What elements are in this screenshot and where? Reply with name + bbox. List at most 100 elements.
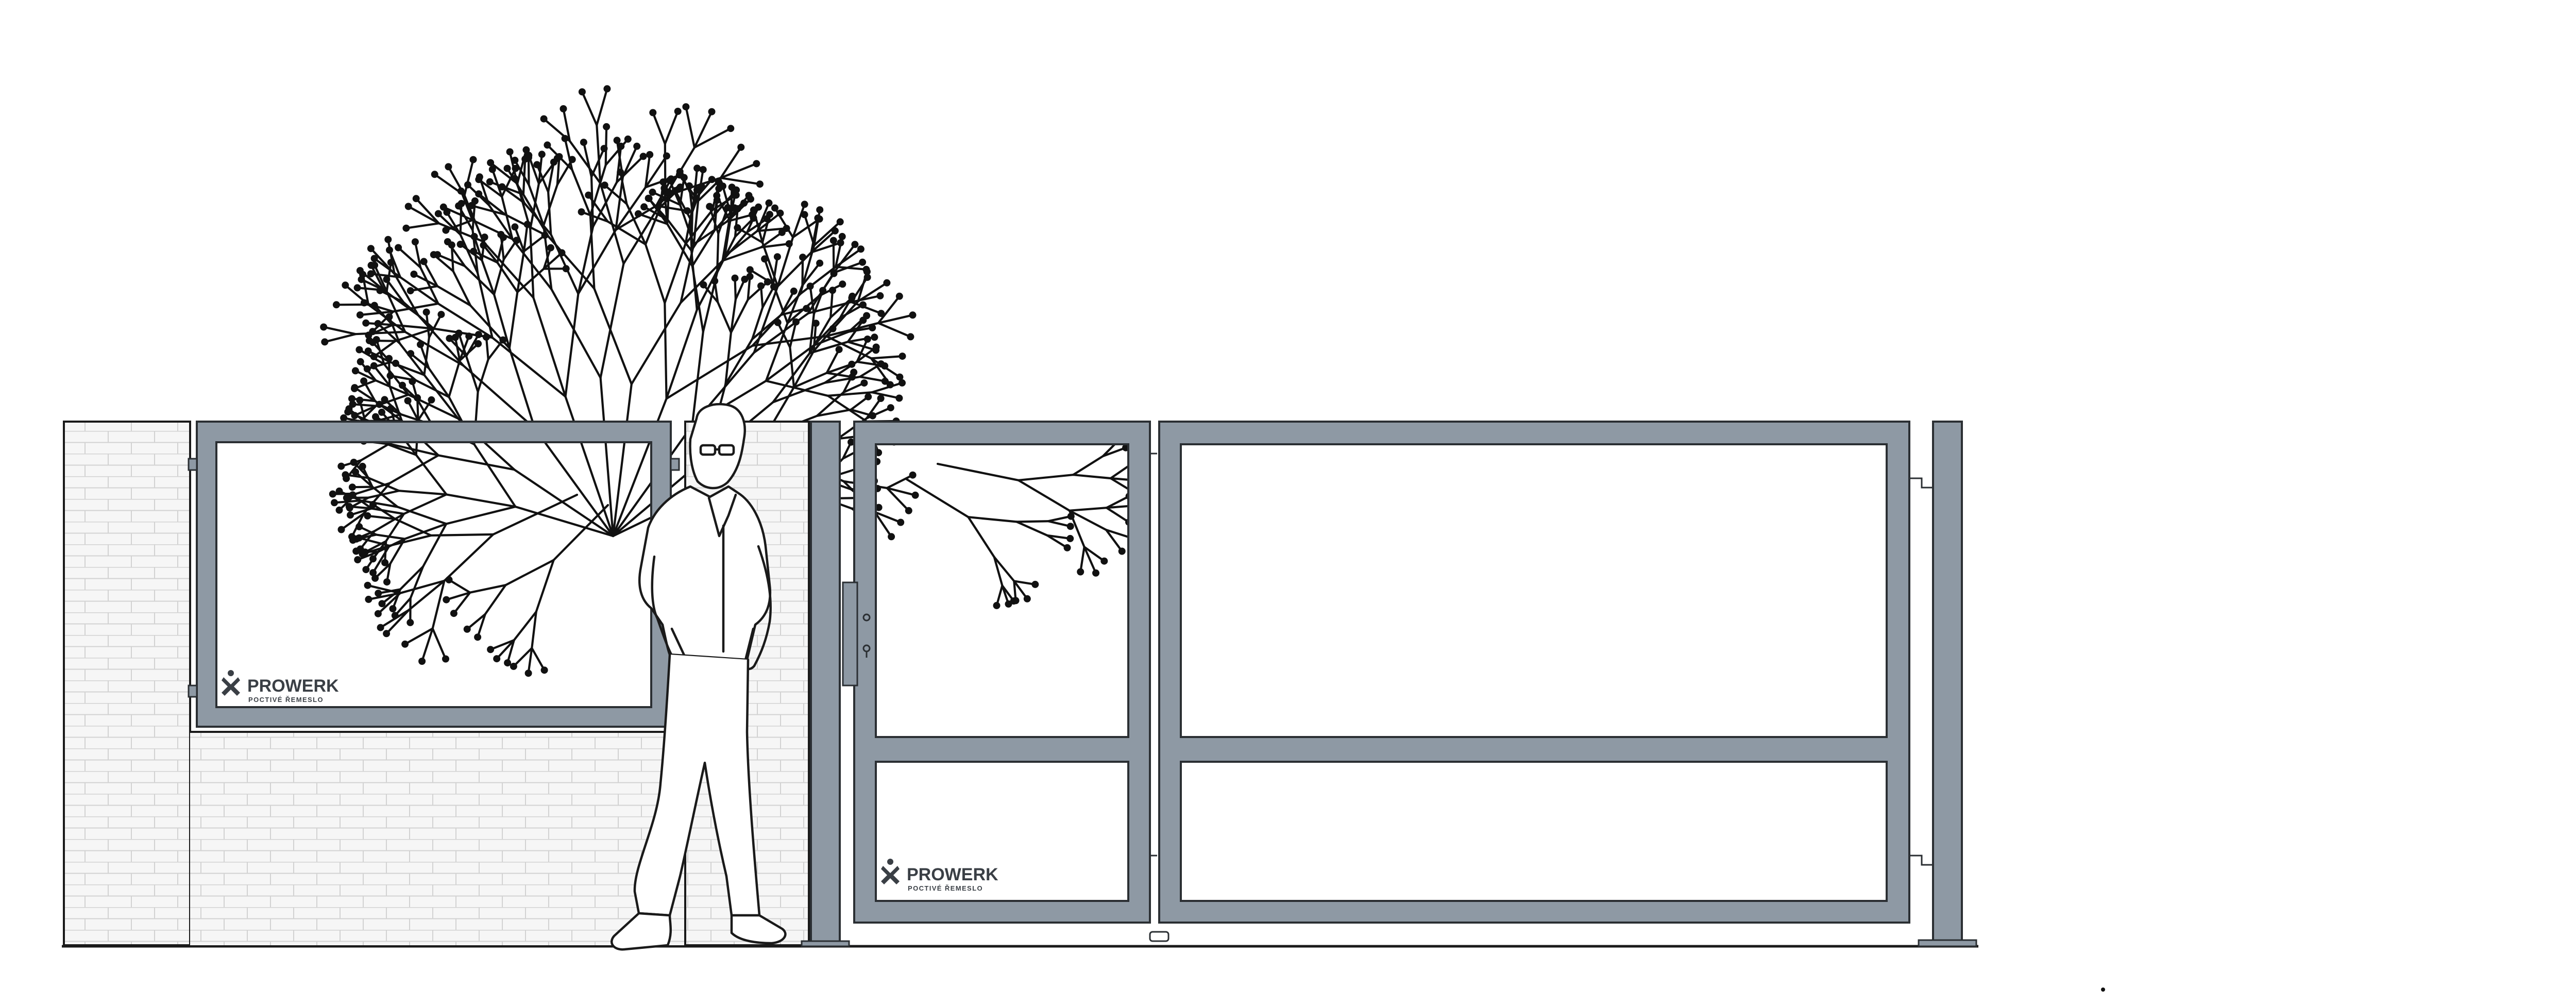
tree-bud xyxy=(406,287,414,295)
tree-branch xyxy=(504,559,555,587)
tree-bud xyxy=(848,438,855,446)
tree-branch xyxy=(834,265,868,271)
tree-branch xyxy=(1101,446,1127,458)
tree-branch xyxy=(596,124,602,185)
tree-branch xyxy=(736,226,764,244)
tree-branch xyxy=(428,313,443,339)
tree-branch xyxy=(616,145,622,183)
tree-branch xyxy=(533,427,615,538)
tree-bud xyxy=(356,267,364,274)
tree-branch xyxy=(448,337,468,358)
tree-bud xyxy=(475,190,483,198)
tree-bud xyxy=(329,490,336,498)
tree-bud xyxy=(376,400,383,408)
tree-bud xyxy=(331,499,338,507)
tree-bud xyxy=(896,373,904,381)
tree-branch xyxy=(394,327,435,342)
tree-branch xyxy=(702,283,719,304)
tree-branch xyxy=(452,591,471,615)
tree-branch xyxy=(354,370,377,382)
tree-branch xyxy=(621,145,638,178)
tree-bud xyxy=(544,141,551,149)
tree-bud xyxy=(829,237,837,244)
tree-bud xyxy=(357,358,364,365)
tree-branch xyxy=(993,556,1015,582)
tree-branch xyxy=(442,206,474,222)
tree-bud xyxy=(406,618,414,626)
tree-branch xyxy=(385,442,417,456)
tree-bud xyxy=(639,153,647,160)
tree-branch xyxy=(637,212,669,225)
tree-branch xyxy=(476,272,494,339)
tree-branch xyxy=(564,137,573,171)
tree-branch xyxy=(543,252,563,270)
tree-branch xyxy=(717,206,729,235)
tree-bud xyxy=(474,633,482,641)
tree-bud xyxy=(580,139,587,146)
tree-bud xyxy=(443,596,450,604)
tree-bud xyxy=(829,325,837,332)
tree-bud xyxy=(895,292,903,300)
brand-tagline: POCTIVÉ ŘEMESLO xyxy=(248,696,324,704)
tree-bud xyxy=(463,625,471,633)
tree-branch xyxy=(630,301,682,386)
tree-branch xyxy=(556,155,561,186)
tree-branch xyxy=(765,344,815,382)
tree-branch xyxy=(537,153,543,185)
tree-branch xyxy=(371,544,391,574)
tree-branch xyxy=(437,302,494,339)
tree-branch xyxy=(568,140,602,185)
tree-branch xyxy=(825,363,853,374)
tree-branch xyxy=(761,286,775,309)
tree-bud xyxy=(771,204,778,212)
prowerk-logo-fence: PROWERK POCTIVÉ ŘEMESLO xyxy=(222,670,339,704)
tree-branch xyxy=(666,223,693,267)
tree-bud xyxy=(877,310,885,317)
tree-bud xyxy=(859,258,867,266)
tree-bud xyxy=(540,666,548,674)
tree-bud xyxy=(686,182,693,190)
tree-branch xyxy=(723,214,733,257)
tree-bud xyxy=(493,655,501,663)
tree-bud xyxy=(474,331,482,339)
tree-branch xyxy=(857,281,888,303)
tree-bud xyxy=(578,208,585,216)
tree-branch xyxy=(1083,546,1106,562)
tree-bud xyxy=(365,595,372,603)
tree-branch xyxy=(842,381,866,394)
tree-branch xyxy=(375,533,406,540)
tree-bud xyxy=(693,164,701,172)
tree-branch xyxy=(825,348,840,374)
tree-branch xyxy=(724,338,754,386)
tree-bud xyxy=(850,369,858,376)
tree-bud xyxy=(431,171,438,178)
tree-branch xyxy=(360,442,391,462)
tree-bud xyxy=(803,305,810,312)
tree-bud xyxy=(465,332,473,340)
tree-branch xyxy=(734,217,755,238)
gate-lock xyxy=(842,581,858,687)
tree-bud xyxy=(829,287,836,294)
tree-bud xyxy=(737,143,745,151)
tree-branch xyxy=(398,490,448,496)
tree-bud xyxy=(547,244,554,252)
tree-branch xyxy=(877,314,914,324)
tree-branch xyxy=(514,505,615,538)
tree-branch xyxy=(512,647,533,668)
tree-branch xyxy=(772,282,789,325)
tree-branch xyxy=(773,207,794,239)
tree-branch xyxy=(680,259,724,304)
brick-wall-left xyxy=(63,421,191,946)
tree-bud xyxy=(746,266,754,274)
tree-bud xyxy=(442,226,450,234)
tree-branch xyxy=(379,289,405,304)
tree-bud xyxy=(757,282,765,290)
tree-bud xyxy=(370,353,378,360)
person-left-shoe xyxy=(611,912,672,951)
tree-branch xyxy=(873,511,893,538)
tree-branch xyxy=(542,183,558,227)
tree-bud xyxy=(881,377,889,385)
tree-branch xyxy=(415,454,448,496)
tree-branch xyxy=(473,443,517,508)
tree-bud xyxy=(369,500,377,508)
